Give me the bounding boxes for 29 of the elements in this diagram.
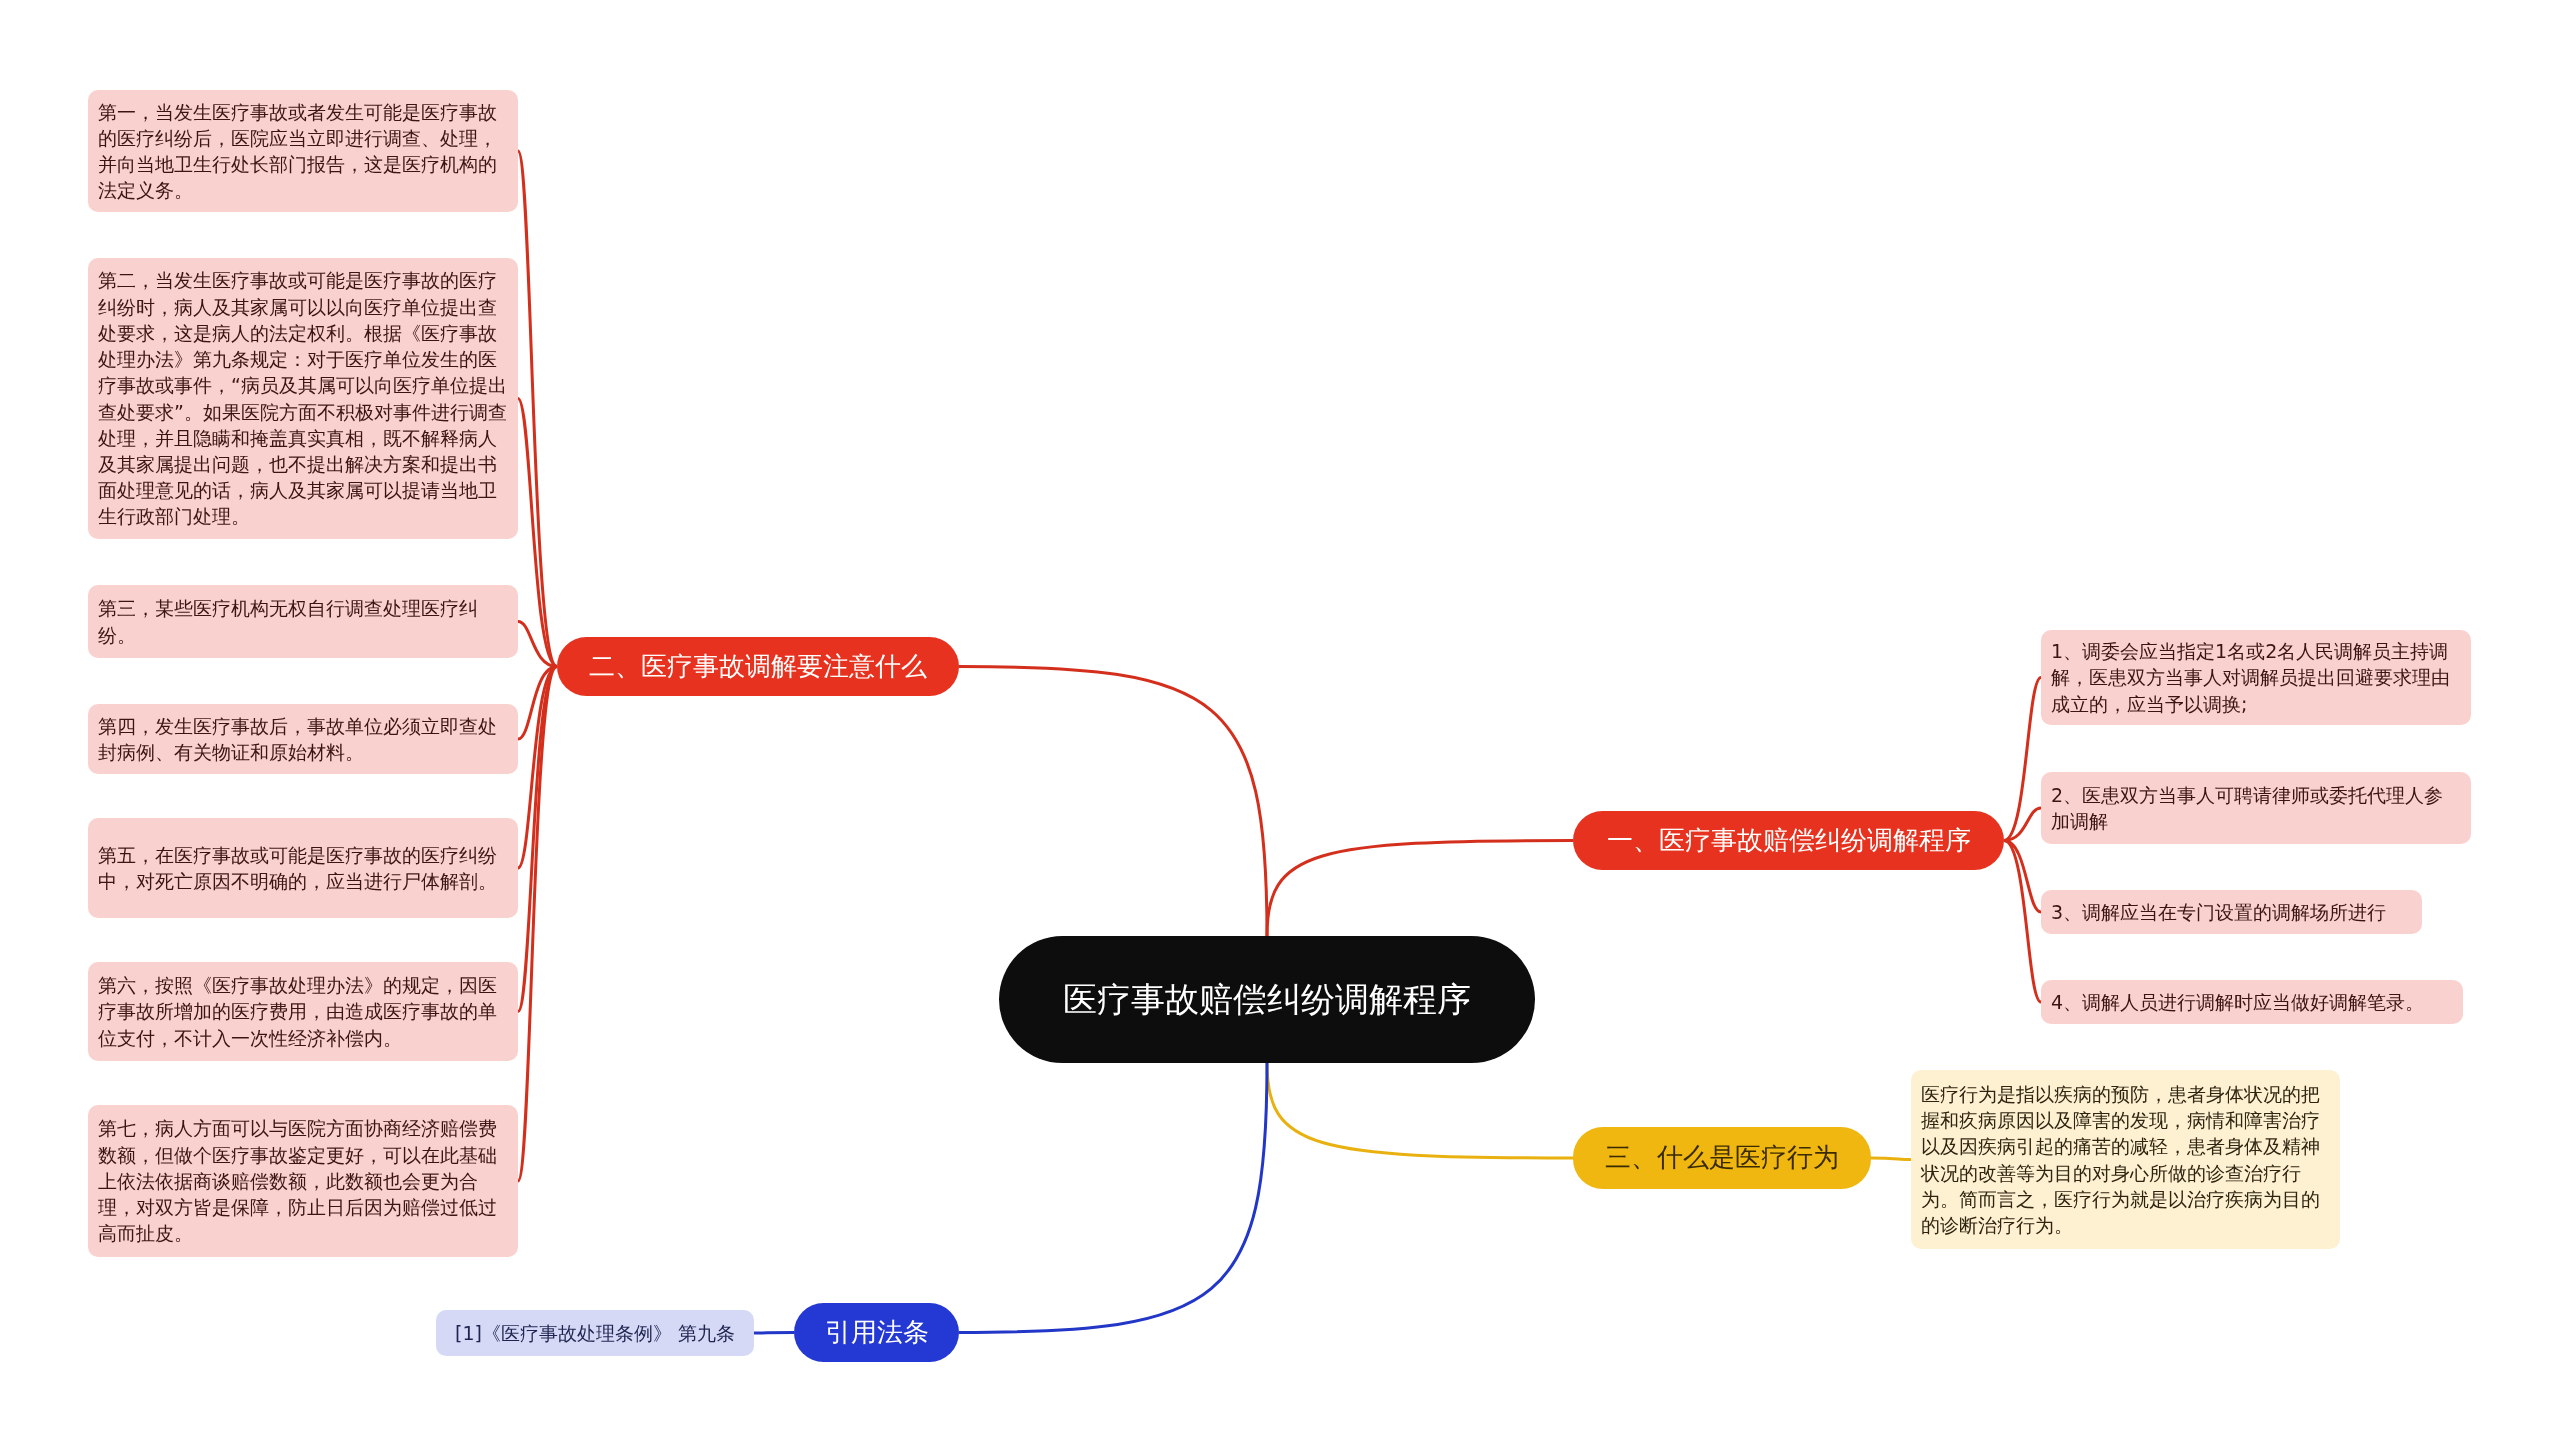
topic-pill: 三、什么是医疗行为 <box>1573 1127 1871 1189</box>
note-box: 3、调解应当在专门设置的调解场所进行 <box>2041 890 2422 934</box>
note-box: 2、医患双方当事人可聘请律师或委托代理人参加调解 <box>2041 772 2471 844</box>
topic-pill: 引用法条 <box>794 1303 959 1362</box>
topic-pill: 一、医疗事故赔偿纠纷调解程序 <box>1573 811 2004 870</box>
note-box: 第七，病人方面可以与医院方面协商经济赔偿费数额，但做个医疗事故鉴定更好，可以在此基础上依法依据商谈赔偿数额，此数额也会更为合理，对双方皆是保障，防止日后因为赔偿过低过高而扯皮。 <box>88 1105 518 1257</box>
connector <box>516 665 559 1182</box>
connector <box>1871 1156 1911 1161</box>
connector <box>2003 839 2043 1004</box>
connector <box>1265 839 1573 937</box>
note-box: 第六，按照《医疗事故处理办法》的规定，因医疗事故所增加的医疗费用，由造成医疗事故的单位支付，不计入一次性经济补偿内。 <box>88 962 518 1061</box>
note-box: 医疗行为是指以疾病的预防，患者身体状况的把握和疚病原因以及障害的发现，病情和障害治疗以及因疾病引起的痛苦的减轻，患者身体及精神状况的改善等为目的对身心所做的诊查治疗行为。简而言之，医疗行为就是以治疗疾病为目的的诊断治疗行为。 <box>1911 1070 2340 1249</box>
note-box: 第五，在医疗事故或可能是医疗事故的医疗纠纷中，对死亡原因不明确的，应当进行尸体解剖。 <box>88 818 518 918</box>
topic-pill: 二、医疗事故调解要注意什么 <box>557 637 959 696</box>
note-box: 第一，当发生医疗事故或者发生可能是医疗事故的医疗纠纷后，医院应当立即进行调查、处理，并向当地卫生行处长部门报告，这是医疗机构的法定义务。 <box>88 90 518 212</box>
central-topic: 医疗事故赔偿纠纷调解程序 <box>999 936 1535 1063</box>
connector <box>516 397 558 668</box>
connector <box>2003 839 2042 914</box>
connector <box>754 1331 794 1335</box>
note-box: 4、调解人员进行调解时应当做好调解笔录。 <box>2041 980 2463 1024</box>
note-box: 第二，当发生医疗事故或可能是医疗事故的医疗纠纷时，病人及其家属可以以向医疗单位提出查处要求，这是病人的法定权利。根据《医疗事故处理办法》第九条规定：对于医疗单位发生的医疗事故或事件，“病员及其属可以向医疗单位提出查处要求”。如果医院方面不积极对事件进行调查处理，并且隐瞒和掩盖真实真相，既不解释病人及其家属提出问题，也不提出解决方案和提出书面处理意见的话，病人及其家属可以提请当地卫生行政部门处理。 <box>88 258 518 539</box>
reference-box: [1]《医疗事故处理条例》 第九条 <box>436 1310 754 1356</box>
connector <box>959 1062 1269 1334</box>
connector <box>1265 1062 1573 1160</box>
connector <box>959 665 1269 937</box>
note-box: 第三，某些医疗机构无权自行调查处理医疗纠纷。 <box>88 585 518 658</box>
connector <box>2003 676 2043 842</box>
note-box: 1、调委会应当指定1名或2名人民调解员主持调解，医患双方当事人对调解员提出回避要求理由成立的，应当予以调换; <box>2041 630 2471 725</box>
note-box: 第四，发生医疗事故后，事故单位必须立即查处封病例、有关物证和原始材料。 <box>88 704 518 774</box>
